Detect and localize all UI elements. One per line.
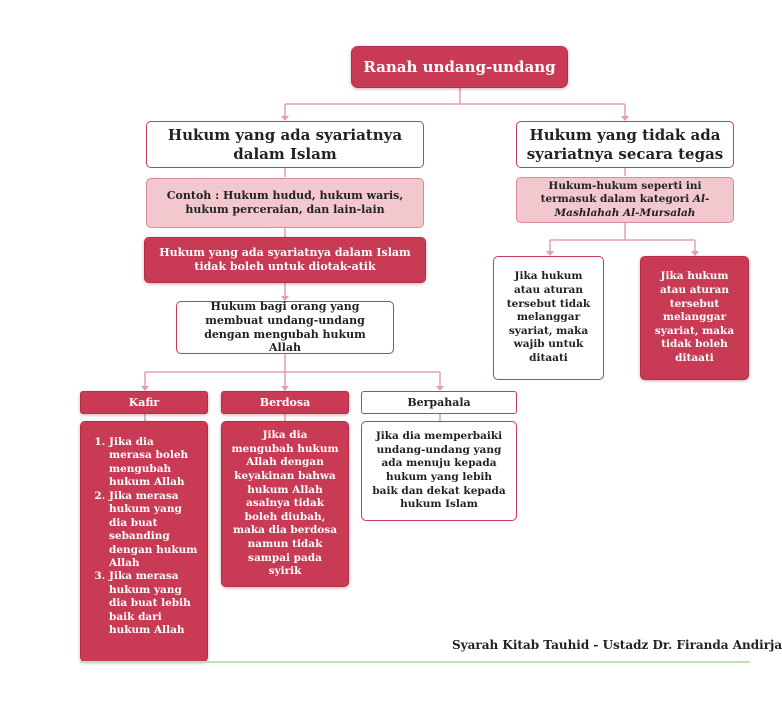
left-example-text: Contoh : Hukum hudud, hukum waris, hukum… xyxy=(166,189,404,216)
right-branch-title-text: Hukum yang tidak ada syariatnya secara t… xyxy=(526,125,724,163)
berpahala-detail-box: Jika dia memperbaiki undang-undang yang … xyxy=(361,421,517,521)
outcome-berdosa-label: Berdosa xyxy=(259,395,311,409)
root-label: Ranah undang-undang xyxy=(363,57,556,76)
outcome-kafir-header: Kafir xyxy=(80,391,208,414)
right-outcome-obey: Jika hukum atau aturan tersebut tidak me… xyxy=(493,256,604,380)
outcome-berpahala-header: Berpahala xyxy=(361,391,517,414)
outcome-berpahala-label: Berpahala xyxy=(407,395,471,409)
berdosa-detail-text: Jika dia mengubah hukum Allah dengan key… xyxy=(231,428,339,578)
outcome-berdosa-header: Berdosa xyxy=(221,391,349,414)
right-category-text: Hukum-hukum seperti ini termasuk dalam k… xyxy=(527,180,723,219)
source-credit: Syarah Kitab Tauhid - Ustadz Dr. Firanda… xyxy=(452,638,782,652)
footer-divider xyxy=(80,661,750,663)
right-category-node: Hukum-hukum seperti ini termasuk dalam k… xyxy=(516,177,734,223)
left-rule-text: Hukum yang ada syariatnya dalam Islam ti… xyxy=(159,246,411,273)
left-rule-node: Hukum yang ada syariatnya dalam Islam ti… xyxy=(144,237,426,283)
kafir-condition-item: Jika dia merasa boleh mengubah hukum All… xyxy=(109,436,199,490)
question-text: Hukum bagi orang yang membuat undang-und… xyxy=(204,300,366,355)
berdosa-detail-box: Jika dia mengubah hukum Allah dengan key… xyxy=(221,421,349,587)
root-node: Ranah undang-undang xyxy=(351,46,568,88)
right-outcome-disobey-text: Jika hukum atau aturan tersebut melangga… xyxy=(654,270,735,365)
left-branch-title-text: Hukum yang ada syariatnya dalam Islam xyxy=(167,125,403,163)
left-example-node: Contoh : Hukum hudud, hukum waris, hukum… xyxy=(146,178,424,228)
kafir-condition-list: Jika dia merasa boleh mengubah hukum All… xyxy=(81,436,199,638)
left-branch-title: Hukum yang ada syariatnya dalam Islam xyxy=(146,121,424,168)
berpahala-detail-text: Jika dia memperbaiki undang-undang yang … xyxy=(372,430,506,511)
outcome-kafir-label: Kafir xyxy=(128,395,160,409)
kafir-detail-box: Jika dia merasa boleh mengubah hukum All… xyxy=(80,421,208,662)
kafir-condition-item: Jika merasa hukum yang dia buat lebih ba… xyxy=(109,570,199,637)
right-category-prefix: Hukum-hukum seperti ini termasuk dalam k… xyxy=(540,180,702,206)
right-category-term: Al-Mashlahah Al-Mursalah xyxy=(554,193,710,219)
kafir-condition-item: Jika merasa hukum yang dia buat sebandin… xyxy=(109,490,199,571)
right-branch-title: Hukum yang tidak ada syariatnya secara t… xyxy=(516,121,734,168)
right-outcome-obey-text: Jika hukum atau aturan tersebut tidak me… xyxy=(506,270,591,365)
right-outcome-disobey: Jika hukum atau aturan tersebut melangga… xyxy=(640,256,749,380)
question-node: Hukum bagi orang yang membuat undang-und… xyxy=(176,300,394,355)
